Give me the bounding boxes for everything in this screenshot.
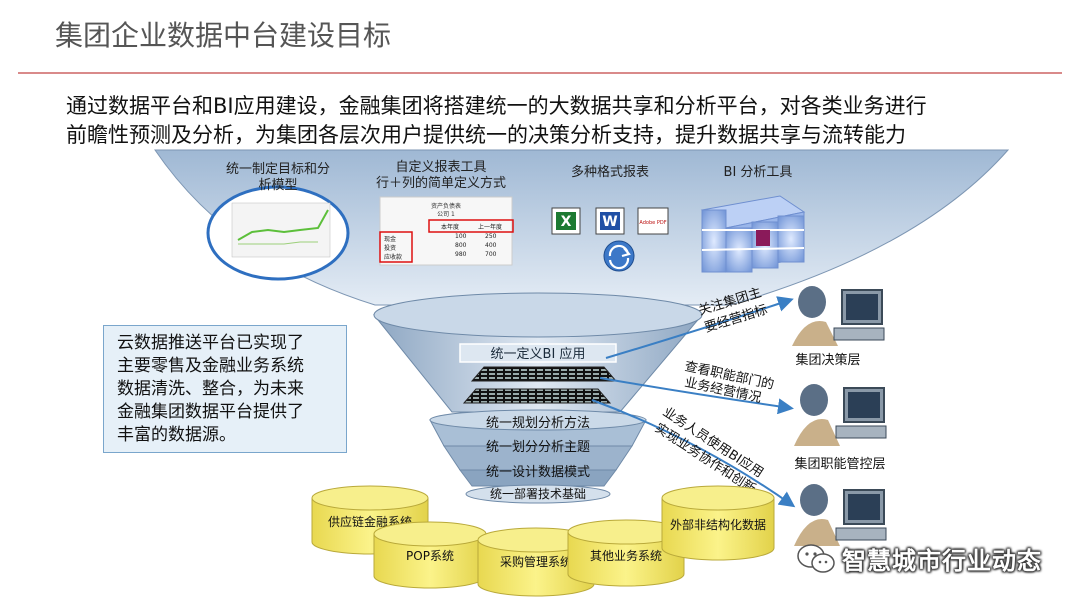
pdf-icon: Adobe PDF <box>637 207 669 235</box>
layer-4-label: 统一部署技术基础 <box>490 486 586 501</box>
report-title: 资产负债表 <box>431 202 461 210</box>
user-workstation-2 <box>794 384 887 446</box>
report-row-label-1: 现金 <box>384 235 396 243</box>
custom-report-thumbnail <box>379 196 513 266</box>
db-5-label: 外部非结构化数据 <box>670 517 766 532</box>
note-line-4: 金融集团数据平台提供了 <box>117 402 304 422</box>
report-cell: 700 <box>485 251 497 258</box>
tool-2-label-line-2: 行＋列的简单定义方式 <box>376 175 506 191</box>
report-header-highlight <box>428 219 514 233</box>
database-other <box>567 519 685 587</box>
tool-4-label: BI 分析工具 <box>724 165 793 180</box>
grid-plate-1 <box>470 366 618 382</box>
title-divider <box>18 72 1062 74</box>
intro-text: 通过数据平台和BI应用建设，金融集团将搭建统一的大数据共享和分析平台，对各类业务… <box>66 92 1026 150</box>
layer-3-label: 统一设计数据模式 <box>486 465 590 480</box>
report-rowlabel-highlight <box>379 231 413 263</box>
bi-app-bar <box>459 343 617 363</box>
database-pop <box>373 521 487 589</box>
funnel-layer-4 <box>465 484 611 504</box>
arrow-to-business <box>591 399 796 508</box>
tool-1-label-line-1: 统一制定目标和分 <box>226 162 330 177</box>
note-line-5: 丰富的数据源。 <box>117 425 236 445</box>
report-row-label-2: 投资 <box>384 244 396 252</box>
tool-1-label-line-2: 析模型 <box>258 178 297 193</box>
report-row-label-3: 应收款 <box>384 253 402 261</box>
report-col-2: 上一年度 <box>478 223 502 231</box>
page-title: 集团企业数据中台建设目标 <box>55 19 392 52</box>
bi-cube-icon <box>700 195 806 273</box>
chart-series-2 <box>238 241 318 245</box>
svg-text:W: W <box>602 214 617 230</box>
report-cell: 800 <box>455 242 467 249</box>
db-4-label: 其他业务系统 <box>590 548 662 563</box>
middle-funnel-rim <box>373 292 703 338</box>
intro-line-1: 通过数据平台和BI应用建设，金融集团将搭建统一的大数据共享和分析平台，对各类业务… <box>66 94 927 118</box>
report-company: 公司 1 <box>437 211 455 218</box>
layer-2-label: 统一划分分析主题 <box>486 440 590 455</box>
user-1-label: 集团决策层 <box>795 352 860 368</box>
watermark-text: 智慧城市行业动态 <box>842 547 1042 575</box>
layer-1-label: 统一规划分析方法 <box>486 415 590 431</box>
report-cell: 250 <box>485 233 497 240</box>
database-procurement <box>477 527 595 597</box>
svg-text:Adobe PDF: Adobe PDF <box>639 220 666 226</box>
report-cell: 980 <box>455 251 467 258</box>
arrow-to-decision <box>605 296 794 359</box>
watermark: 智慧城市行业动态 <box>796 541 1042 576</box>
intro-line-2: 前瞻性预测及分析，为集团各层次用户提供统一的决策分析支持，提升数据共享与流转能力 <box>66 123 906 147</box>
tool-3-label: 多种格式报表 <box>571 164 649 180</box>
grid-plate-2 <box>462 388 612 404</box>
database-external <box>661 485 775 561</box>
note-line-2: 主要零售及金融业务系统 <box>117 356 304 376</box>
bi-app-label: 统一定义BI 应用 <box>491 346 586 362</box>
report-col-1: 本年度 <box>441 223 459 231</box>
report-cell: 400 <box>485 242 497 249</box>
note-line-3: 数据清洗、整合，为未来 <box>117 379 304 399</box>
line-chart-thumbnail <box>231 202 331 258</box>
chart-series-1 <box>237 209 329 241</box>
funnel-layer-3 <box>459 469 617 487</box>
report-cell: 100 <box>455 233 467 240</box>
excel-icon: X <box>551 207 581 235</box>
svg-text:X: X <box>561 214 572 230</box>
convert-cycle-icon <box>603 240 635 272</box>
cloud-push-note: 云数据推送平台已实现了 主要零售及金融业务系统 数据清洗、整合，为未来 金融集团… <box>103 325 347 453</box>
db-3-label: 采购管理系统 <box>500 554 572 569</box>
user-workstation-1 <box>792 286 885 346</box>
wechat-icon <box>797 543 835 573</box>
tool-2-label-line-1: 自定义报表工具 <box>395 160 486 175</box>
user-2-label: 集团职能管控层 <box>794 456 885 472</box>
note-line-1: 云数据推送平台已实现了 <box>117 333 304 353</box>
word-icon: W <box>595 207 625 235</box>
arrow-to-management <box>599 377 794 415</box>
user-workstation-3 <box>794 484 887 546</box>
db-2-label: POP系统 <box>406 549 454 563</box>
